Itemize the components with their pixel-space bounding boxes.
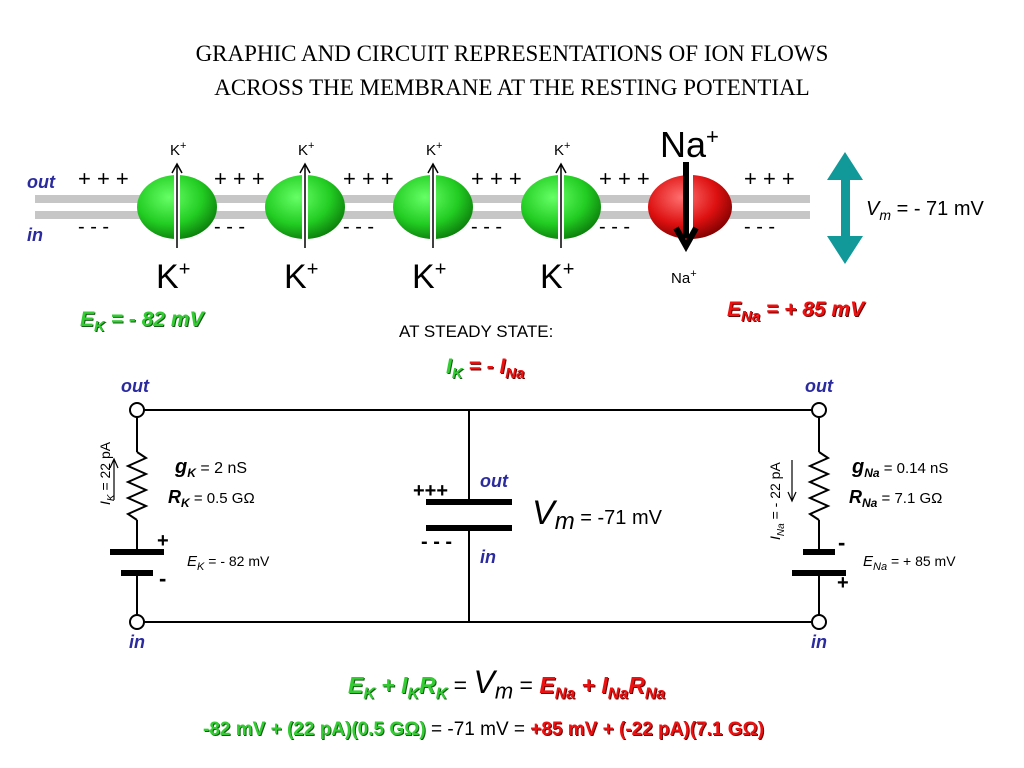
k-channel-4 (521, 162, 601, 248)
capacitor-in-label: in (480, 547, 496, 567)
plus-charges-2: + + + (214, 166, 265, 191)
plus-charges-6: + + + (744, 166, 795, 191)
circuit-out-right: out (805, 376, 833, 396)
circuit-out-left: out (121, 376, 149, 396)
gk-label: gK = 2 nS (175, 456, 248, 481)
capacitor (426, 499, 512, 531)
k-ion-small-label-3: K+ (426, 140, 443, 159)
k-ion-big-label-3: K+ (412, 258, 447, 296)
minus-charges-1: - - - (78, 216, 110, 238)
k-ion-small-label-4: K+ (554, 140, 571, 159)
minus-charges-4: - - - (471, 216, 503, 238)
ek-reversal-label: EK = - 82 mV (80, 308, 204, 336)
title-line-2: ACROSS THE MEMBRANE AT THE RESTING POTEN… (214, 75, 810, 100)
vm-double-arrow-icon (827, 152, 863, 264)
capacitor-plus-charges: +++ (413, 480, 449, 502)
ena-reversal-label: ENa = + 85 mV (727, 298, 865, 326)
capacitor-out-label: out (480, 471, 508, 491)
circuit-vm-label: Vm = -71 mV (532, 494, 662, 535)
numeric-equation: -82 mV + (22 pA)(0.5 GΩ) = -71 mV = +85 … (203, 719, 765, 740)
battery-na-minus: - (838, 530, 846, 555)
plus-charges-5: + + + (599, 166, 650, 191)
k-ion-big-label-4: K+ (540, 258, 575, 296)
membrane-out-label: out (27, 172, 55, 192)
circuit-in-left: in (129, 632, 145, 652)
symbolic-equation: EK + IKRK = Vm = ENa + INaRNa (348, 664, 666, 704)
ina-current-label: INa = - 22 pA (767, 462, 787, 540)
battery-k-minus: - (159, 566, 167, 591)
minus-charges-2: - - - (214, 216, 246, 238)
plus-charges-3: + + + (343, 166, 394, 191)
k-channel-3 (393, 162, 473, 248)
k-ion-big-label-1: K+ (156, 258, 191, 296)
battery-na (792, 549, 846, 576)
gna-label: gNa = 0.14 nS (852, 456, 949, 480)
circuit-in-right: in (811, 632, 827, 652)
minus-charges-6: - - - (744, 216, 776, 238)
steady-state-heading: AT STEADY STATE: (399, 322, 554, 341)
k-channel-1 (137, 162, 217, 248)
membrane-vm-label: Vm = - 71 mV (866, 198, 984, 223)
ik-arrow-icon (109, 457, 119, 500)
capacitor-minus-charges: - - - (421, 531, 453, 553)
plus-charges-1: + + + (78, 166, 129, 191)
minus-charges-3: - - - (343, 216, 375, 238)
battery-na-plus: + (837, 572, 849, 594)
rna-label: RNa = 7.1 GΩ (849, 487, 943, 510)
na-channel (648, 162, 732, 253)
battery-k-plus: + (157, 530, 169, 552)
k-channel-2 (265, 162, 345, 248)
rk-label: RK = 0.5 GΩ (168, 487, 255, 510)
steady-state-equation: IK = - INa (446, 355, 525, 383)
terminal-nodes (129, 402, 827, 630)
ina-arrow-icon (787, 460, 797, 503)
circuit-wires (125, 409, 831, 623)
title-line-1: GRAPHIC AND CIRCUIT REPRESENTATIONS OF I… (195, 41, 829, 66)
ik-current-label: IK = 22 pA (97, 441, 117, 505)
plus-charges-4: + + + (471, 166, 522, 191)
ek-circuit-label: EK = - 82 mV (187, 553, 270, 573)
battery-k (110, 549, 164, 576)
k-ion-small-label-1: K+ (170, 140, 187, 159)
k-ion-small-label-2: K+ (298, 140, 315, 159)
na-ion-big-label: Na+ (660, 124, 719, 165)
k-ion-big-label-2: K+ (284, 258, 319, 296)
minus-charges-5: - - - (599, 216, 631, 238)
ena-circuit-label: ENa = + 85 mV (863, 553, 956, 573)
na-ion-small-label: Na+ (671, 268, 697, 287)
membrane-in-label: in (27, 225, 43, 245)
